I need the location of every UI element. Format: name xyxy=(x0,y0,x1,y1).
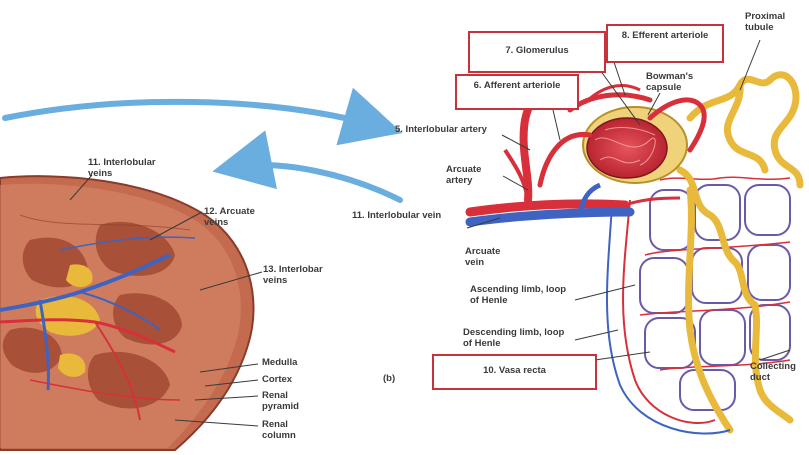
label-cortex: Cortex xyxy=(262,375,292,386)
label-proximal-tubule: Proximal tubule xyxy=(745,12,807,33)
label-afferent-arteriole: 6. Afferent arteriole xyxy=(457,76,577,92)
label-efferent-arteriole: 8. Efferent arteriole xyxy=(608,26,722,42)
label-interlobular-artery: 5. Interlobular artery xyxy=(395,125,499,136)
label-interlobar-veins: 13. Interlobar veins xyxy=(263,265,343,286)
label-descending-limb: Descending limb, loop of Henle xyxy=(463,328,575,349)
label-collecting-duct: Collecting duct xyxy=(750,362,808,383)
label-arcuate-artery: Arcuate artery xyxy=(446,165,502,186)
label-renal-column: Renal column xyxy=(262,420,322,441)
label-vasa-recta: 10. Vasa recta xyxy=(434,356,595,377)
label-ascending-limb: Ascending limb, loop of Henle xyxy=(470,285,576,306)
label-part-letter: (b) xyxy=(383,374,395,385)
label-interlobular-veins: 11. Interlobular veins xyxy=(88,158,180,179)
label-interlobular-vein: 11. Interlobular vein xyxy=(352,211,462,222)
box-glomerulus: 7. Glomerulus xyxy=(468,31,606,73)
label-glomerulus: 7. Glomerulus xyxy=(470,33,604,57)
label-arcuate-vein: Arcuate vein xyxy=(465,247,515,268)
label-arcuate-veins: 12. Arcuate veins xyxy=(204,207,268,228)
label-bowmans-capsule: Bowman's capsule xyxy=(646,72,706,93)
glomerulus-shape xyxy=(587,118,667,178)
box-vasa-recta: 10. Vasa recta xyxy=(432,354,597,390)
box-efferent-arteriole: 8. Efferent arteriole xyxy=(606,24,724,63)
label-renal-pyramid: Renal pyramid xyxy=(262,391,322,412)
label-medulla: Medulla xyxy=(262,358,297,369)
box-afferent-arteriole: 6. Afferent arteriole xyxy=(455,74,579,110)
